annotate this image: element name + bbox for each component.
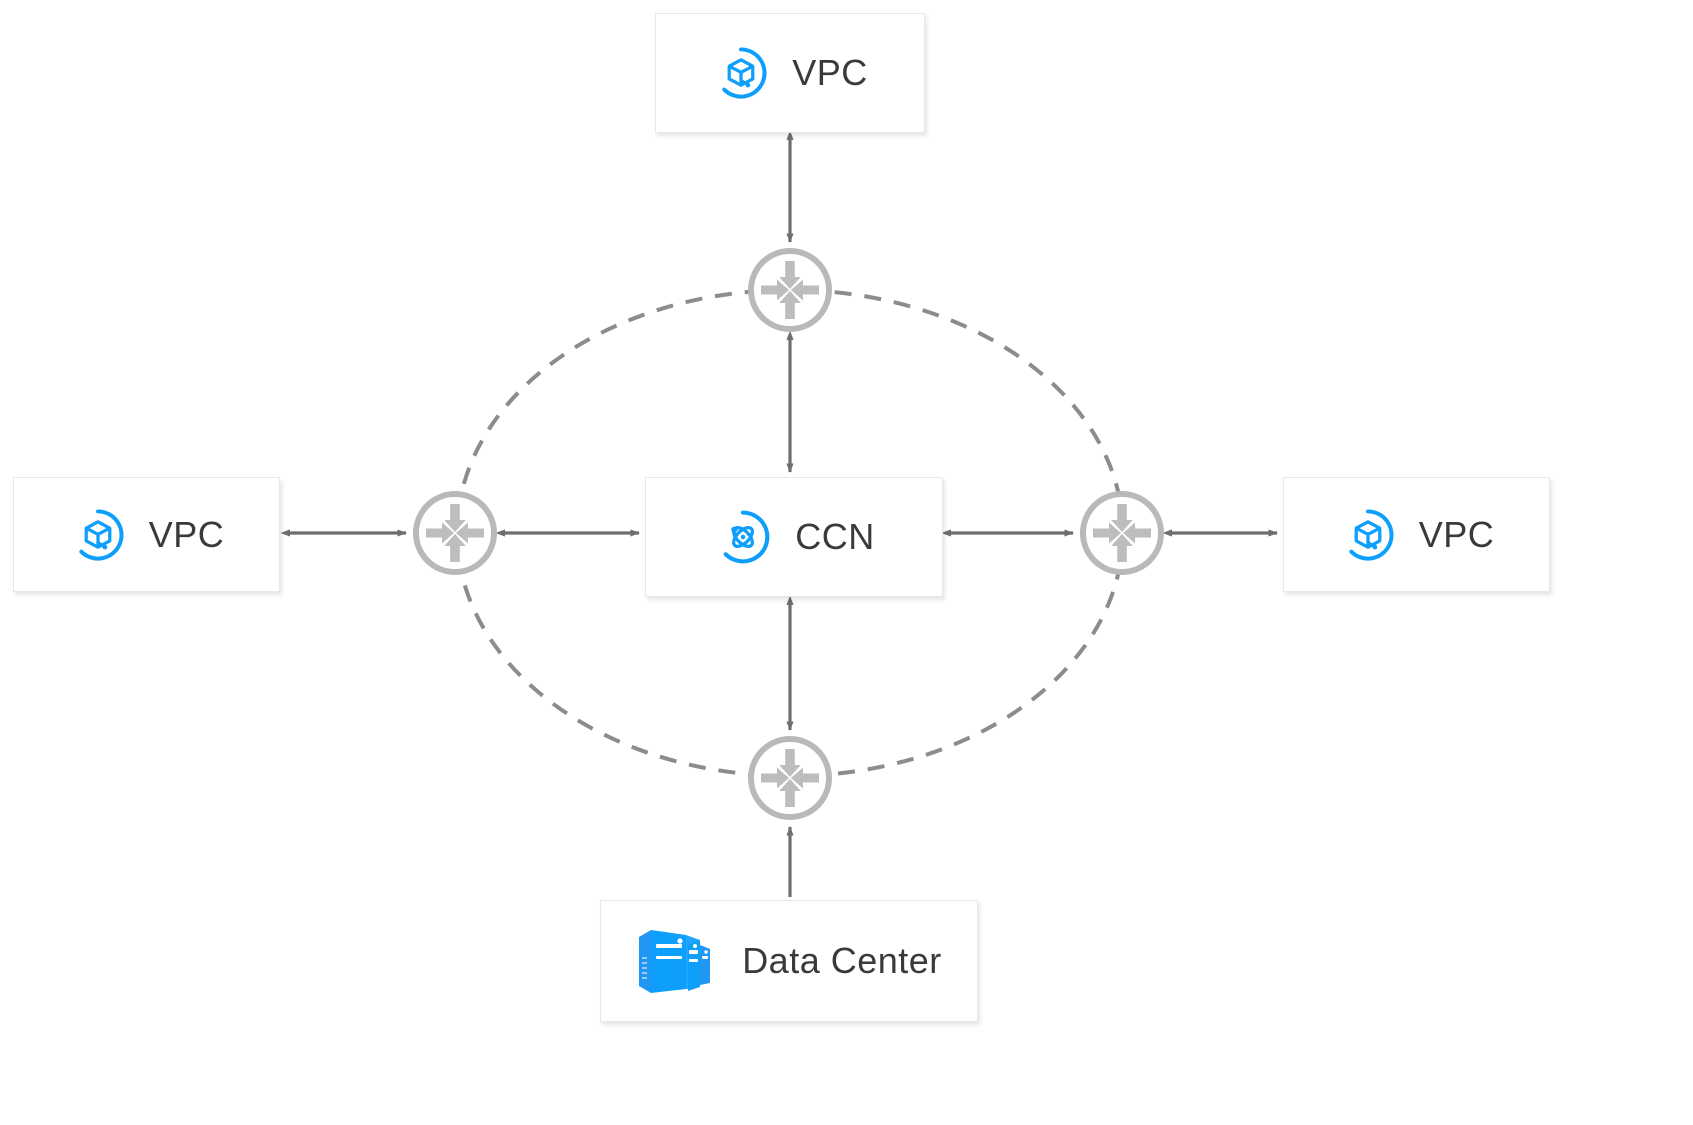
router-east[interactable]	[1079, 490, 1165, 576]
ccn-atom-icon	[713, 507, 773, 567]
router-north[interactable]	[747, 247, 833, 333]
node-ccn[interactable]: CCN	[645, 477, 943, 597]
router-converging-arrows-icon	[413, 491, 497, 575]
node-data-center-label: Data Center	[742, 940, 942, 981]
vpc-cube-icon	[69, 506, 127, 564]
node-vpc-right[interactable]: VPC	[1283, 477, 1550, 592]
node-vpc-top-label: VPC	[792, 52, 868, 93]
router-converging-arrows-icon	[1080, 491, 1164, 575]
vpc-cube-icon	[712, 44, 770, 102]
node-vpc-left[interactable]: VPC	[13, 477, 280, 592]
router-converging-arrows-icon	[748, 736, 832, 820]
node-vpc-left-label: VPC	[148, 513, 225, 555]
node-data-center[interactable]: Data Center	[600, 900, 978, 1022]
node-vpc-top[interactable]: VPC	[655, 13, 925, 133]
router-west[interactable]	[412, 490, 498, 576]
node-vpc-right-label: VPC	[1418, 513, 1495, 555]
router-south[interactable]	[747, 735, 833, 821]
vpc-cube-icon	[1339, 506, 1397, 564]
server-rack-icon	[636, 923, 720, 999]
node-ccn-label: CCN	[795, 516, 875, 557]
router-converging-arrows-icon	[748, 248, 832, 332]
